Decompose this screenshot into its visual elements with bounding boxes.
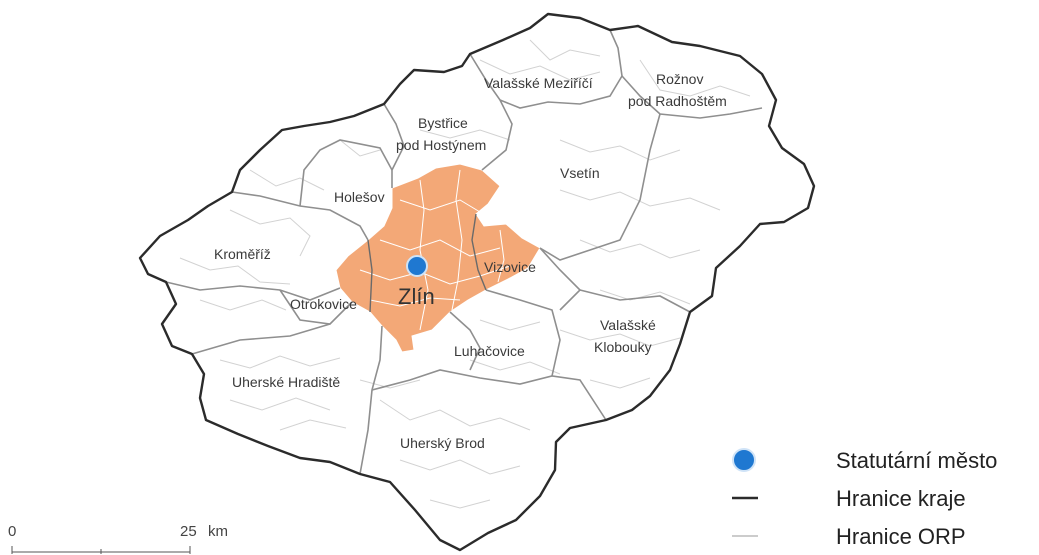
legend-label-region: Hranice kraje <box>836 486 966 511</box>
label-uhersky-brod: Uherský Brod <box>400 435 485 451</box>
legend-city-dot-icon <box>732 448 756 472</box>
municipality-borders <box>179 39 751 509</box>
label-holesov: Holešov <box>334 189 385 205</box>
label-roznov-line1: Rožnov <box>656 71 703 87</box>
label-bystrice-line1: Bystřice <box>418 115 468 131</box>
label-zlin: Zlín <box>398 284 435 309</box>
label-vsetin: Vsetín <box>560 165 600 181</box>
legend-label-orp: Hranice ORP <box>836 524 966 549</box>
scale-end-label: 25 <box>180 523 197 540</box>
label-bystrice-line2: pod Hostýnem <box>396 137 486 153</box>
scale-bar: 0 25 km <box>8 523 228 554</box>
scale-unit-label: km <box>208 523 228 540</box>
label-valasske-klobouky-line1: Valašské <box>600 317 656 333</box>
district-labels: Valašské Meziříčí Rožnov pod Radhoštěm B… <box>214 71 727 451</box>
label-otrokovice: Otrokovice <box>290 296 357 312</box>
zlin-orp-area <box>335 163 541 353</box>
legend: Statutární město Hranice kraje Hranice O… <box>732 448 997 549</box>
zlin-orp-inner-borders <box>367 213 487 313</box>
label-vizovice: Vizovice <box>484 259 536 275</box>
label-kromeriz: Kroměříž <box>214 246 271 262</box>
label-uherske-hradiste: Uherské Hradiště <box>232 374 340 390</box>
region-border <box>138 12 816 552</box>
scale-start-label: 0 <box>8 523 16 540</box>
statutory-city-marker <box>406 255 428 277</box>
legend-label-city: Statutární město <box>836 448 997 473</box>
label-valasske-klobouky-line2: Klobouky <box>594 339 652 355</box>
label-luhacovice: Luhačovice <box>454 343 525 359</box>
label-roznov-line2: pod Radhoštěm <box>628 93 727 109</box>
zlin-municipality-borders <box>359 169 511 331</box>
orp-borders <box>165 29 763 475</box>
label-valasske-mezirici: Valašské Meziříčí <box>484 75 593 91</box>
